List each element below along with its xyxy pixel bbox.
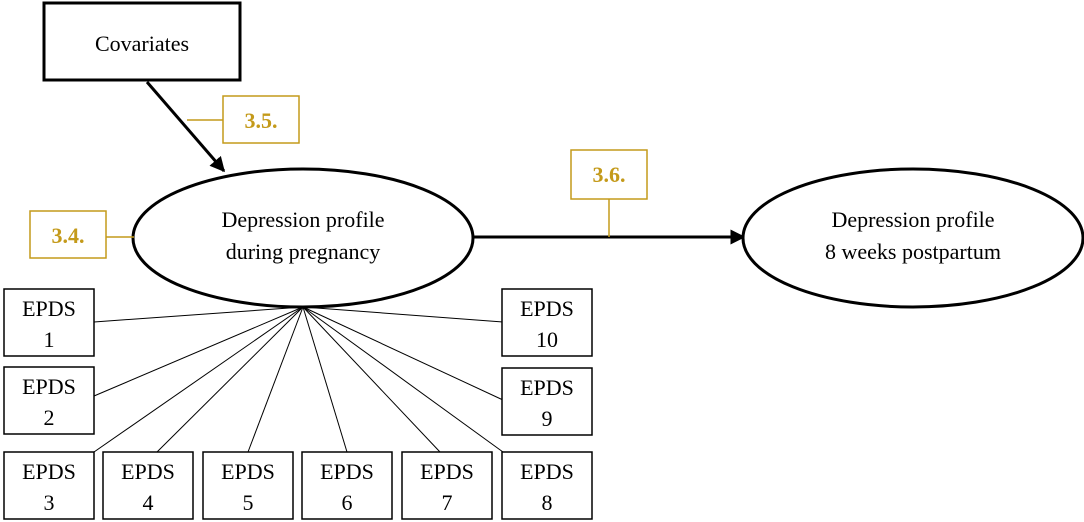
epds-box-10: EPDS 10 bbox=[501, 288, 593, 357]
epds-box-3: EPDS 3 bbox=[3, 451, 95, 520]
postpartum-label-line1: Depression profile bbox=[831, 207, 994, 232]
covariates-arrow bbox=[145, 81, 226, 173]
epds-box-5-title: EPDS bbox=[221, 459, 275, 484]
epds-box-9-title: EPDS bbox=[520, 375, 574, 400]
indicator-lines bbox=[93, 306, 504, 453]
epds-box-2-title: EPDS bbox=[22, 374, 76, 399]
epds-box-4-number: 4 bbox=[143, 490, 154, 515]
epds-box-4-title: EPDS bbox=[121, 459, 175, 484]
indicator-line-6 bbox=[302, 306, 348, 453]
epds-box-5-number: 5 bbox=[243, 490, 254, 515]
epds-box-1-title: EPDS bbox=[22, 296, 76, 321]
epds-box-2-number: 2 bbox=[44, 405, 55, 430]
indicator-line-10 bbox=[302, 306, 504, 323]
covariates-label: Covariates bbox=[95, 31, 189, 56]
indicator-line-8 bbox=[302, 306, 504, 453]
epds-box-1: EPDS 1 bbox=[3, 288, 95, 357]
epds-box-8-number: 8 bbox=[542, 490, 553, 515]
epds-box-9: EPDS 9 bbox=[501, 367, 593, 436]
epds-box-7: EPDS 7 bbox=[401, 451, 493, 520]
indicator-line-4 bbox=[156, 306, 304, 453]
epds-box-2: EPDS 2 bbox=[3, 366, 95, 435]
epds-box-6-number: 6 bbox=[342, 490, 353, 515]
indicator-line-9 bbox=[302, 306, 504, 401]
covariates-box bbox=[42, 1, 242, 82]
epds-box-6-title: EPDS bbox=[320, 459, 374, 484]
pregnancy-label-line1: Depression profile bbox=[221, 207, 384, 232]
label-35-box bbox=[222, 95, 300, 144]
epds-box-6: EPDS 6 bbox=[301, 451, 393, 520]
label-35: 3.5. bbox=[245, 108, 278, 133]
postpartum-ellipse bbox=[741, 167, 1084, 309]
epds-box-4: EPDS 4 bbox=[102, 451, 194, 520]
epds-box-3-title: EPDS bbox=[22, 459, 76, 484]
epds-box-10-number: 10 bbox=[536, 327, 558, 352]
pregnancy-label-line2: during pregnancy bbox=[226, 239, 381, 264]
label-36: 3.6. bbox=[593, 162, 626, 187]
label-34: 3.4. bbox=[52, 223, 85, 248]
epds-box-7-title: EPDS bbox=[420, 459, 474, 484]
epds-box-1-number: 1 bbox=[44, 327, 55, 352]
epds-box-9-number: 9 bbox=[542, 406, 553, 431]
indicator-line-3 bbox=[93, 306, 304, 453]
epds-box-7-number: 7 bbox=[442, 490, 453, 515]
epds-box-5: EPDS 5 bbox=[202, 451, 294, 520]
epds-box-8-title: EPDS bbox=[520, 459, 574, 484]
indicator-line-5 bbox=[247, 306, 304, 453]
epds-box-8: EPDS 8 bbox=[501, 451, 593, 520]
indicator-line-2 bbox=[93, 306, 304, 397]
postpartum-label-line2: 8 weeks postpartum bbox=[825, 239, 1001, 264]
indicator-line-7 bbox=[302, 306, 441, 453]
label-34-box bbox=[29, 210, 107, 259]
epds-box-10-title: EPDS bbox=[520, 296, 574, 321]
indicator-line-1 bbox=[93, 306, 304, 323]
pregnancy-ellipse bbox=[131, 167, 475, 309]
epds-box-3-number: 3 bbox=[44, 490, 55, 515]
